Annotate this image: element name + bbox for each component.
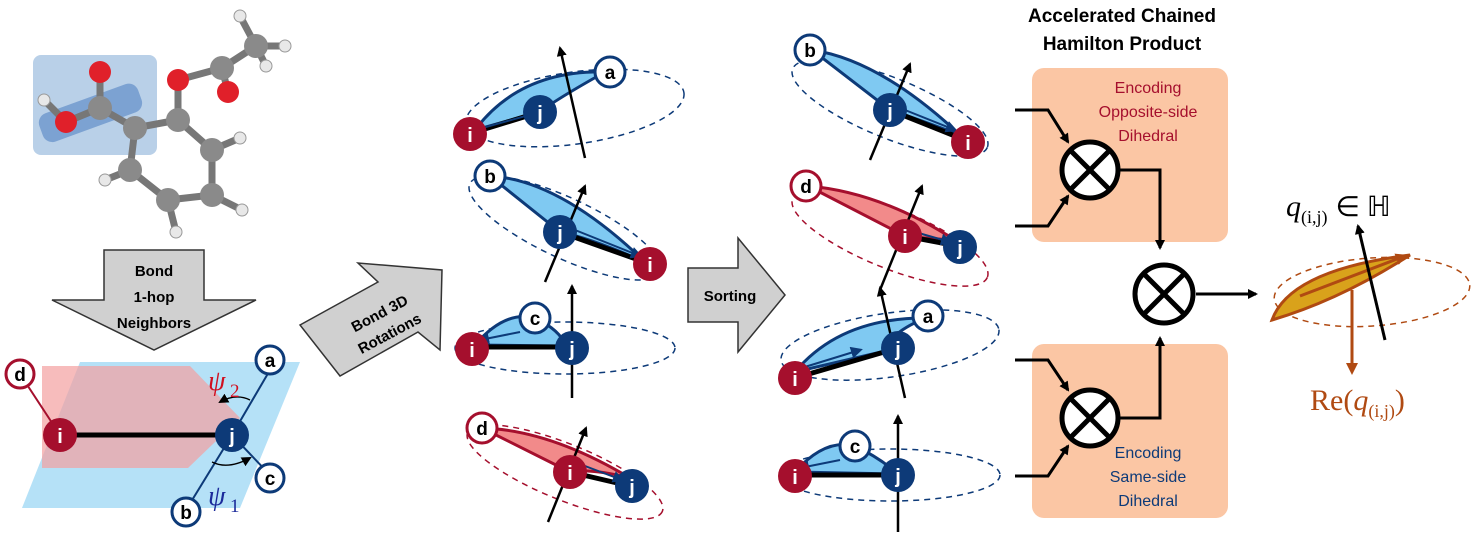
section-title-line1: Accelerated Chained bbox=[1028, 6, 1216, 27]
sorted-b-node-j: j bbox=[886, 101, 893, 123]
otimes-final-icon bbox=[1132, 262, 1196, 326]
enc-top-line2: Opposite-side bbox=[1099, 104, 1198, 121]
enc-top-line1: Encoding bbox=[1115, 80, 1182, 97]
node-b: b bbox=[180, 503, 192, 524]
otimes-top-icon bbox=[1059, 139, 1121, 201]
sorted-c-node-j: j bbox=[894, 466, 901, 488]
sorting-arrow-label: Sorting bbox=[704, 288, 757, 305]
node-c: c bbox=[265, 469, 276, 490]
rot-b-node-b: b bbox=[484, 167, 496, 188]
rot-a-node-i: i bbox=[467, 125, 473, 147]
enc-bot-line3: Dihedral bbox=[1118, 493, 1178, 510]
sorted-b: j b i bbox=[791, 33, 989, 161]
rot-d-node-d: d bbox=[476, 419, 488, 440]
sorted-d: i d j bbox=[789, 169, 989, 291]
real-part-label: Re(q(i,j)) bbox=[1310, 384, 1405, 422]
sorted-d-node-d: d bbox=[800, 177, 812, 198]
sorted-a-node-i: i bbox=[792, 369, 798, 391]
rot-a-node-a: a bbox=[605, 63, 616, 84]
sorted-a-node-j: j bbox=[894, 339, 901, 361]
otimes-bottom-icon bbox=[1059, 387, 1121, 449]
output-quaternion bbox=[1269, 224, 1471, 375]
sorted-d-node-j: j bbox=[956, 238, 963, 260]
rot-d-node-j: j bbox=[628, 477, 635, 499]
enc-bot-line2: Same-side bbox=[1110, 469, 1187, 486]
rot-b-node-i: i bbox=[647, 255, 653, 277]
bond-neighbors-arrow: Bond 1-hop Neighbors bbox=[51, 249, 257, 351]
rot-c-node-i: i bbox=[469, 340, 475, 362]
sorted-a-node-a: a bbox=[923, 307, 934, 328]
rot-b-node-j: j bbox=[556, 223, 563, 245]
sorted-a: j i a bbox=[778, 286, 1000, 399]
quaternion-label: q(i,j)∈ ℍ bbox=[1286, 190, 1391, 228]
rotation-c: j i c bbox=[454, 284, 676, 398]
sorted-c-node-i: i bbox=[792, 467, 798, 489]
rot-c-node-c: c bbox=[530, 309, 541, 330]
section-title-line2: Hamilton Product bbox=[1043, 34, 1202, 55]
rot-a-node-j: j bbox=[536, 103, 543, 125]
sorted-d-node-i: i bbox=[902, 227, 908, 249]
rotation-d: i d j bbox=[465, 411, 664, 523]
bond-arrow-line3: Neighbors bbox=[117, 315, 191, 332]
psi1-subscript: 1 bbox=[230, 496, 240, 517]
sorted-c-node-c: c bbox=[850, 437, 861, 458]
psi1-label: ψ bbox=[208, 481, 226, 512]
node-a: a bbox=[265, 351, 276, 372]
rot-d-node-i: i bbox=[567, 463, 573, 485]
bond-rotations-arrow: Bond 3D Rotations bbox=[298, 262, 443, 377]
bond-arrow-line1: Bond bbox=[135, 263, 173, 280]
psi2-label: ψ bbox=[208, 366, 226, 397]
product-connectors bbox=[1015, 108, 1258, 478]
enc-top-line3: Dihedral bbox=[1118, 128, 1178, 145]
sorted-c: j i c bbox=[778, 414, 1001, 532]
node-j: j bbox=[228, 426, 235, 448]
enc-bot-line1: Encoding bbox=[1115, 445, 1182, 462]
rot-c-node-j: j bbox=[568, 339, 575, 361]
sorting-arrow: Sorting bbox=[687, 235, 786, 355]
sorted-b-node-b: b bbox=[804, 41, 816, 62]
node-d: d bbox=[14, 365, 26, 386]
psi2-subscript: 2 bbox=[230, 381, 240, 402]
node-i: i bbox=[57, 426, 63, 448]
rotation-b: j b i bbox=[468, 159, 667, 283]
bond-arrow-line2: 1-hop bbox=[134, 289, 175, 306]
molecule-ball-and-stick bbox=[33, 9, 292, 239]
sorted-b-node-i: i bbox=[965, 133, 971, 155]
encoding-same-box bbox=[1032, 344, 1228, 518]
rotation-a: j i a bbox=[453, 46, 685, 159]
dihedral-planes: d i j a c b ψ 2 ψ 1 bbox=[4, 344, 300, 528]
